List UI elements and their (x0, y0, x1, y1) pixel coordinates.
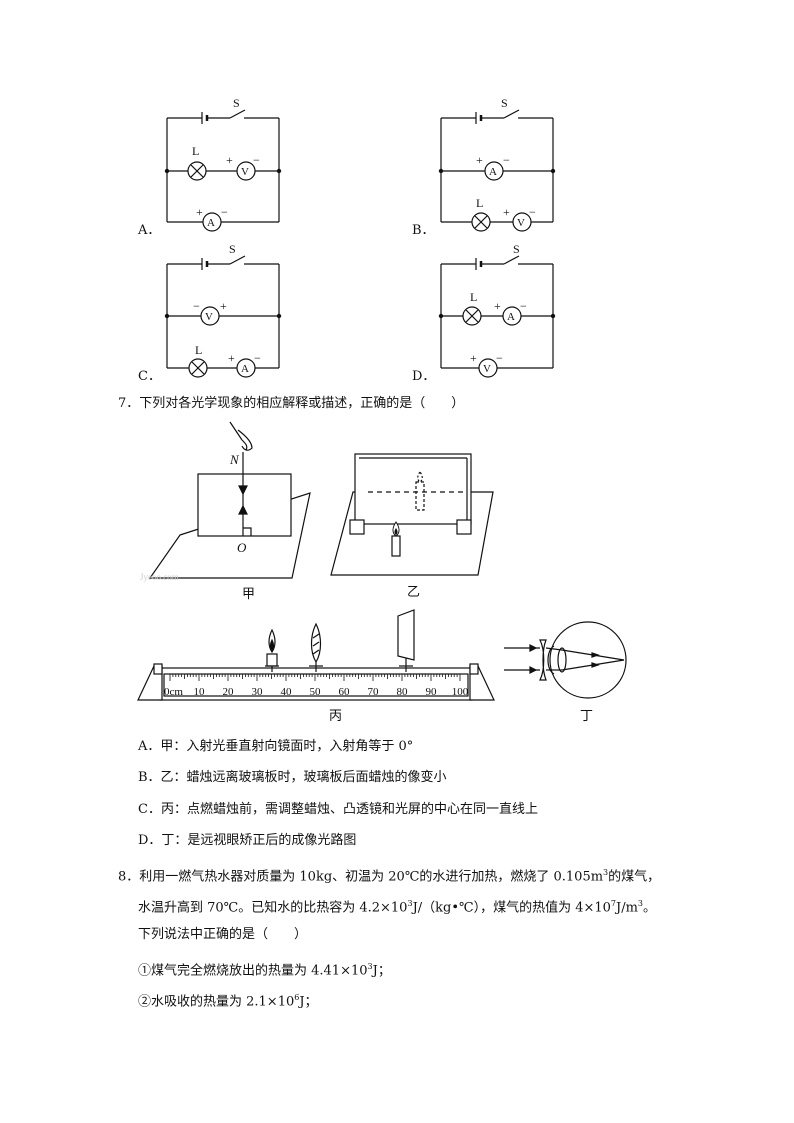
ruler-tick-label: 30 (252, 686, 264, 698)
switch-label: S (501, 96, 508, 110)
ruler-tick-label: 80 (397, 686, 409, 698)
ruler-tick-label: 50 (310, 686, 322, 698)
circuit-diagram-a: S L + − V + − A (164, 96, 282, 232)
svg-text:−: − (529, 205, 536, 219)
ruler-tick-label: 20 (223, 686, 235, 698)
q7-option-c: C．丙：点燃蜡烛前，需调整蜡烛、凸透镜和光屏的中心在同一直线上 (138, 802, 538, 817)
ammeter-label: A (489, 166, 497, 178)
circuit-diagram-b: S + − A L + − V (438, 96, 556, 232)
svg-text:−: − (520, 299, 527, 313)
q8-line1: 8．利用一燃气热水器对质量为 10kg、初温为 20℃的水进行加热，燃烧了 0.… (118, 868, 661, 885)
option-b-label: B． (412, 223, 435, 238)
svg-text:+: + (494, 299, 501, 313)
watermark: Jyeoo.com (140, 572, 179, 582)
voltmeter-label: V (483, 363, 491, 375)
switch-label: S (229, 242, 236, 256)
voltmeter-label: V (241, 166, 249, 178)
lamp-label: L (195, 343, 202, 357)
voltmeter-label: V (205, 311, 213, 323)
figure-jia-reflection: N O Jyeoo.com (140, 421, 311, 582)
svg-text:+: + (470, 351, 477, 365)
switch-label: S (233, 96, 240, 110)
ruler-tick-label: 10 (194, 686, 206, 698)
lamp-label: L (476, 196, 483, 210)
q8-line3: 下列说法中正确的是（ ） (138, 927, 308, 942)
switch-label: S (513, 242, 520, 256)
ruler-tick-label: 90 (426, 686, 438, 698)
svg-text:+: + (228, 351, 235, 365)
svg-text:−: − (221, 205, 228, 219)
svg-text:−: − (496, 351, 503, 365)
svg-text:+: + (476, 153, 483, 167)
ruler-tick-label: 70 (368, 686, 380, 698)
lamp-label: L (192, 144, 199, 158)
figure-ding-label: 丁 (580, 709, 594, 724)
ammeter-label: A (207, 217, 215, 229)
q8-item1: ①煤气完全燃烧放出的热量为 4.41×103J； (138, 962, 391, 979)
option-d-label: D． (412, 369, 436, 384)
q7-option-d: D．丁：是远视眼矫正后的成像光路图 (138, 833, 357, 848)
voltmeter-label: V (517, 217, 525, 229)
svg-text:−: − (503, 153, 510, 167)
q7-stem: 7．下列对各光学现象的相应解释或描述，正确的是（ ） (118, 396, 465, 411)
lamp-label: L (470, 290, 477, 304)
circuit-diagram-c: S − + V L + − A (164, 242, 282, 378)
ruler-tick-label: 0cm (164, 686, 183, 698)
svg-text:+: + (220, 299, 227, 313)
svg-text:+: + (503, 205, 510, 219)
svg-text:+: + (226, 153, 233, 167)
q8-line2: 水温升高到 70℃。已知水的比热容为 4.2×103J/（kg•℃），煤气的热值… (138, 899, 657, 916)
ammeter-label: A (507, 311, 515, 323)
q7-option-b: B．乙：蜡烛远离玻璃板时，玻璃板后面蜡烛的像变小 (138, 770, 447, 785)
svg-text:+: + (196, 205, 203, 219)
circuit-diagram-d: S L + − A + − V (438, 242, 556, 378)
ruler-tick-label: 40 (281, 686, 293, 698)
svg-text:−: − (254, 351, 261, 365)
q8-item2: ②水吸收的热量为 2.1×106J； (138, 993, 318, 1010)
option-c-label: C． (138, 369, 161, 384)
ammeter-label: A (241, 363, 249, 375)
point-o-label: O (237, 540, 247, 555)
ruler-tick-label: 100 (452, 686, 469, 698)
q7-option-a: A．甲：入射光垂直射向镜面时，入射角等于 0° (138, 739, 414, 754)
figure-yi-label: 乙 (407, 585, 421, 600)
figure-ding-eye-diagram (504, 621, 627, 699)
figure-bing-optical-bench: 0cm 10 20 30 40 50 60 70 80 90 100 (137, 609, 495, 701)
figure-yi-plane-mirror (330, 453, 494, 576)
figure-jia-label: 甲 (242, 587, 256, 602)
svg-text:−: − (193, 299, 200, 313)
point-n-label: N (229, 452, 240, 467)
option-a-label: A． (138, 223, 161, 238)
ruler-tick-label: 60 (339, 686, 351, 698)
svg-text:−: − (253, 153, 260, 167)
figure-bing-label: 丙 (329, 709, 343, 724)
